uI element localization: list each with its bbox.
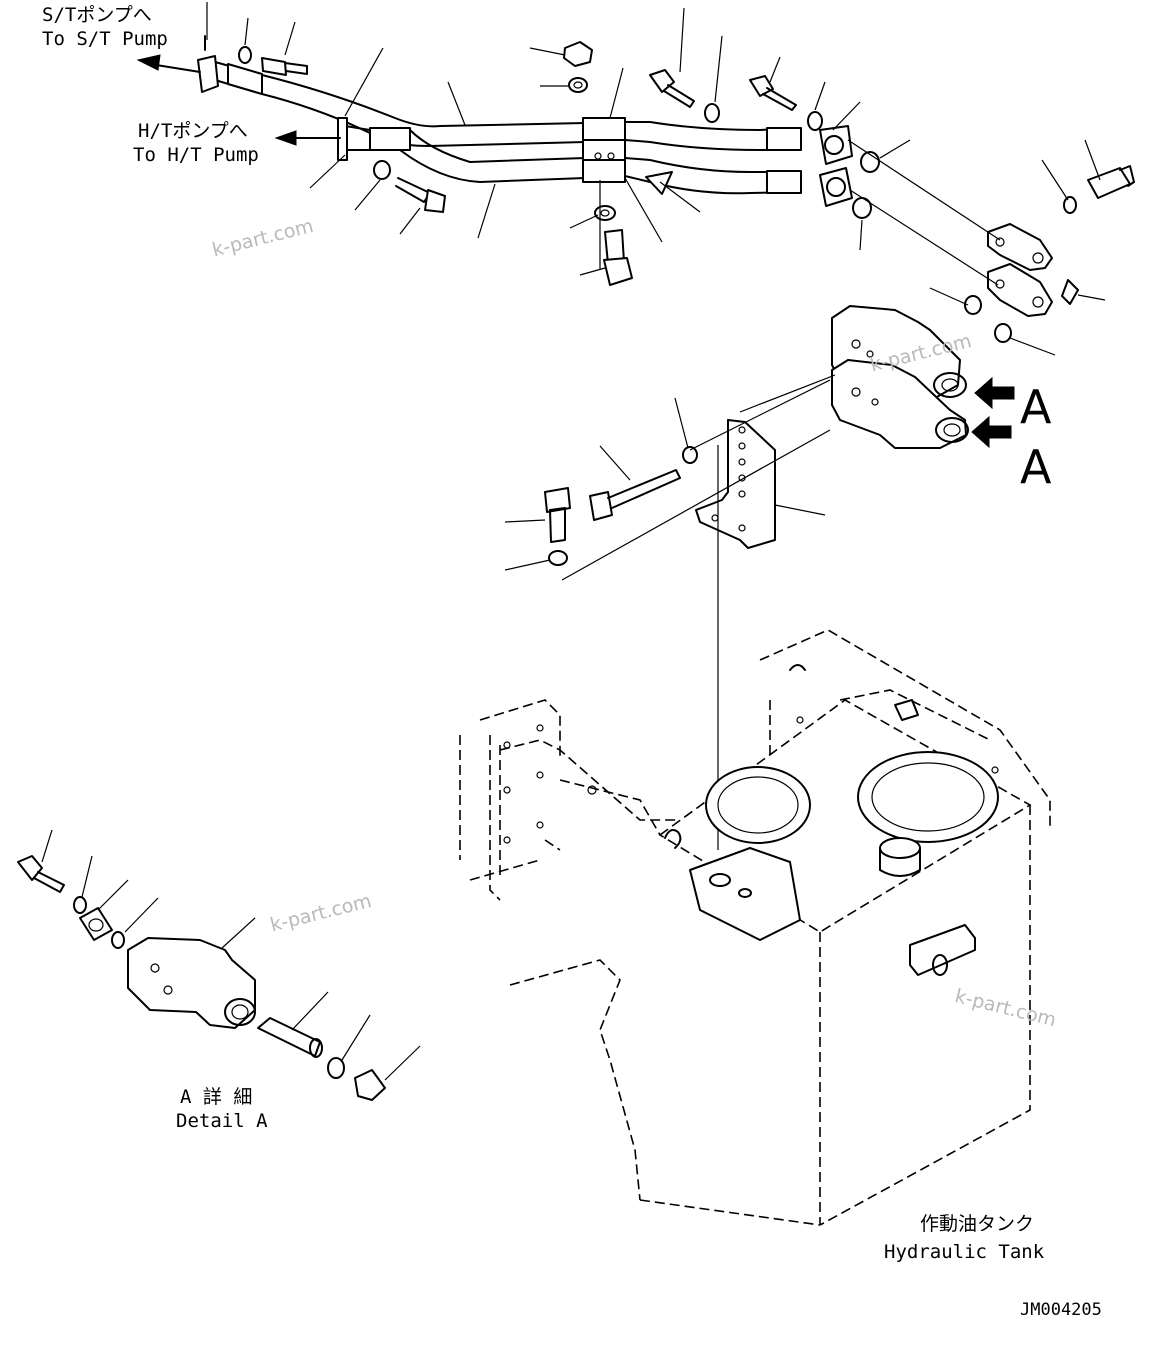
ht-pump-label-en: To H/T Pump [133, 144, 259, 166]
valve-block [831, 223, 1079, 449]
st-pump-label-jp: S/Tポンプへ [42, 4, 152, 26]
ht-pump-label-jp: H/Tポンプへ [138, 120, 248, 142]
drawing-number: JM004205 [1020, 1300, 1102, 1320]
hydraulic-tank [459, 629, 1051, 1226]
tank-label-en: Hydraulic Tank [884, 1241, 1045, 1263]
st-pump-label-en: To S/T Pump [42, 28, 168, 50]
tank-label-jp: 作動油タンク [920, 1213, 1035, 1235]
mounting-bracket [544, 419, 776, 566]
hose-assembly [197, 35, 853, 207]
fasteners [238, 41, 1135, 343]
flow-arrows [136, 54, 341, 146]
detail-a-title-en: Detail A [176, 1110, 268, 1132]
detail-marker-a-upper: A [1020, 380, 1052, 434]
detail-marker-a-lower: A [1020, 440, 1052, 494]
detail-a-parts [17, 829, 421, 1101]
detail-a-pointers [971, 376, 1015, 449]
detail-a-title-jp: A 詳 細 [180, 1086, 253, 1108]
